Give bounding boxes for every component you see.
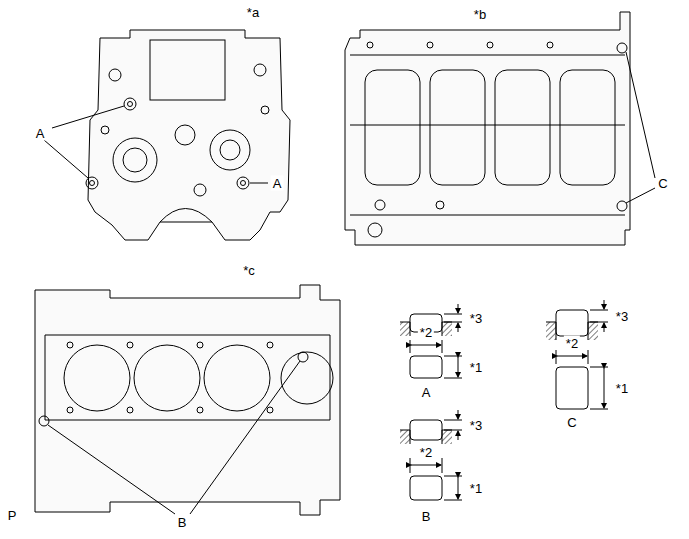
part-label: A bbox=[271, 176, 284, 191]
figure-label: *c bbox=[241, 263, 257, 278]
callout-number: *3 bbox=[614, 309, 630, 324]
callout-number: *3 bbox=[468, 418, 484, 433]
callout-number: *1 bbox=[468, 360, 484, 375]
part-label: A bbox=[34, 126, 47, 141]
figure-label: *a bbox=[245, 5, 261, 20]
callout-number: *2 bbox=[418, 325, 434, 340]
callout-number: *1 bbox=[614, 381, 630, 396]
callout-number: *2 bbox=[564, 336, 580, 351]
figure-label: *b bbox=[472, 7, 488, 22]
page-code: P bbox=[6, 508, 19, 523]
part-label: B bbox=[176, 515, 189, 530]
callout-number: *3 bbox=[468, 311, 484, 326]
part-label: C bbox=[565, 415, 578, 430]
part-label: A bbox=[420, 385, 433, 400]
part-label: C bbox=[656, 176, 669, 191]
callout-number: *1 bbox=[468, 481, 484, 496]
callout-number: *2 bbox=[418, 445, 434, 460]
part-label: B bbox=[420, 509, 433, 524]
